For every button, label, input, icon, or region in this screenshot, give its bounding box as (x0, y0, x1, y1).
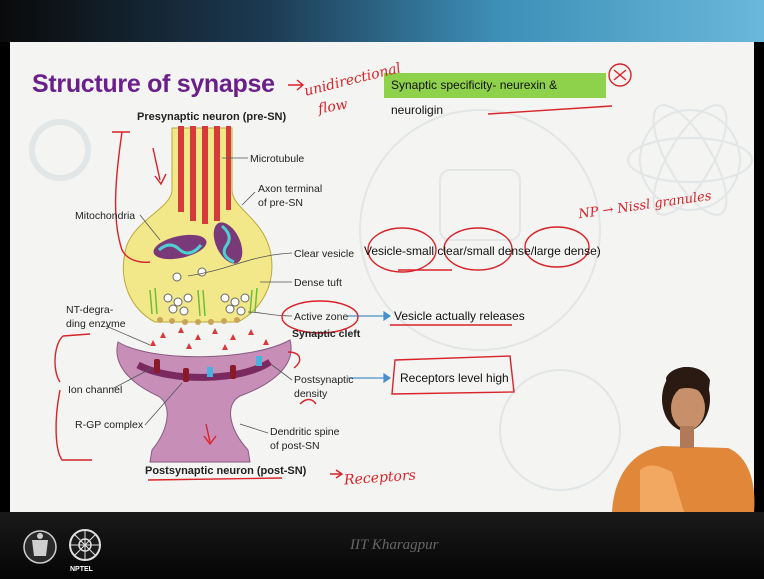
nptel-logo-icon (70, 530, 100, 560)
iit-logo-icon (24, 531, 56, 563)
institution-watermark: IIT Kharagpur (350, 537, 439, 554)
nptel-label: NPTEL (70, 566, 93, 573)
